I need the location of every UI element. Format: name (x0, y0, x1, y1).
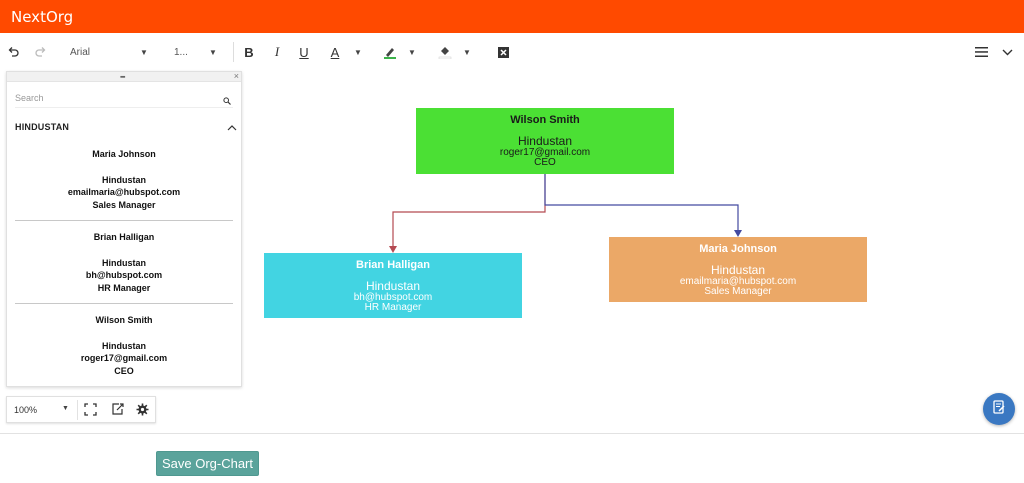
chevron-down-icon[interactable] (999, 38, 1015, 66)
bold-button[interactable]: B (244, 44, 254, 60)
search-input[interactable] (15, 90, 215, 106)
arrowhead-maria (734, 230, 742, 237)
font-size-caret-icon[interactable]: ▼ (209, 47, 217, 57)
undo-icon[interactable] (5, 38, 21, 66)
italic-button[interactable]: I (274, 44, 280, 59)
redo-icon[interactable] (33, 38, 49, 66)
pen-icon[interactable] (381, 38, 399, 66)
font-size-select[interactable]: 1... (174, 38, 204, 66)
note-edit-icon (992, 399, 1006, 419)
node-name: Maria Johnson (699, 243, 777, 255)
employee-name: Brian Halligan (93, 232, 155, 242)
employee-name: Wilson Smith (95, 315, 153, 325)
underline-button[interactable]: U (299, 44, 309, 60)
list-item[interactable]: Wilson Smith Hindustan roger17@gmail.com… (15, 304, 233, 386)
org-node-wilson[interactable]: Wilson Smith Hindustan roger17@gmail.com… (416, 108, 674, 174)
gear-icon[interactable] (136, 403, 149, 421)
employee-email: roger17@gmail.com (80, 353, 168, 363)
node-role: HR Manager (364, 302, 422, 313)
highlight-caret-icon[interactable]: ▼ (408, 47, 416, 57)
node-role: CEO (534, 157, 556, 168)
node-role: Sales Manager (704, 286, 772, 297)
org-node-brian[interactable]: Brian Halligan Hindustan bh@hubspot.com … (264, 253, 522, 318)
arrowhead-brian (389, 246, 397, 253)
chevron-up-icon[interactable] (227, 118, 237, 136)
close-icon[interactable]: × (233, 71, 239, 81)
fill-caret-icon[interactable]: ▼ (463, 47, 471, 57)
employee-name: Maria Johnson (92, 149, 156, 159)
node-email: bh@hubspot.com (353, 292, 433, 303)
connector-to-maria (544, 174, 739, 232)
list-item[interactable]: Maria Johnson Hindustan emailmaria@hubsp… (15, 138, 233, 221)
font-size-value: 1... (174, 46, 188, 58)
app-header: NextOrg (0, 0, 1024, 33)
node-name: Wilson Smith (510, 114, 580, 126)
node-branch: Hindustan (365, 279, 421, 293)
font-family-caret-icon[interactable]: ▼ (140, 47, 148, 57)
org-node-maria[interactable]: Maria Johnson Hindustan emailmaria@hubsp… (609, 237, 867, 302)
node-email: emailmaria@hubspot.com (679, 276, 797, 287)
font-family-select[interactable]: Arial (70, 38, 130, 66)
clear-format-icon[interactable] (495, 38, 511, 66)
notes-fab-button[interactable] (983, 393, 1015, 425)
node-email: roger17@gmail.com (499, 147, 591, 158)
font-family-value: Arial (70, 46, 91, 58)
node-branch: Hindustan (710, 263, 766, 277)
employee-role: Sales Manager (92, 199, 156, 210)
font-color-button[interactable]: A (330, 44, 340, 60)
group-title: HINDUSTAN (15, 122, 70, 132)
zoom-select[interactable]: 100% (14, 405, 38, 415)
zoom-caret-icon[interactable]: ▼ (62, 405, 69, 412)
format-toolbar: Arial ▼ 1... ▼ B I U A ▼ ▼ ▼ (0, 38, 1024, 68)
font-color-caret-icon[interactable]: ▼ (354, 47, 362, 57)
hamburger-icon[interactable] (972, 38, 990, 66)
employee-list: Maria Johnson Hindustan emailmaria@hubsp… (15, 138, 233, 386)
save-org-chart-button[interactable]: Save Org-Chart (156, 451, 259, 476)
panel-drag-handle[interactable]: ▪▪▪ × (7, 71, 241, 82)
fit-screen-icon[interactable] (84, 403, 97, 421)
employee-panel: ▪▪▪ × HINDUSTAN Maria Johnson Hindustan … (6, 71, 242, 387)
node-branch: Hindustan (517, 134, 573, 148)
paint-bucket-icon[interactable] (436, 38, 454, 66)
node-name: Brian Halligan (356, 259, 430, 271)
employee-branch: Hindustan (102, 257, 146, 268)
diagram-canvas[interactable] (0, 68, 1024, 434)
group-header[interactable]: HINDUSTAN (15, 117, 237, 132)
search-icon[interactable] (223, 92, 231, 110)
export-icon[interactable] (111, 403, 124, 421)
employee-role: CEO (114, 365, 134, 376)
search-box (15, 88, 233, 108)
app-title: NextOrg (11, 8, 74, 26)
list-item[interactable]: Brian Halligan Hindustan bh@hubspot.com … (15, 221, 233, 304)
zoom-toolbar: 100% ▼ (6, 396, 156, 423)
employee-branch: Hindustan (102, 340, 146, 351)
employee-role: HR Manager (97, 282, 151, 293)
employee-email: bh@hubspot.com (85, 270, 163, 280)
employee-branch: Hindustan (102, 174, 146, 185)
toolbar-divider (233, 42, 234, 62)
zoom-divider (77, 400, 78, 420)
grip-icon[interactable]: ▪▪▪ (120, 74, 126, 81)
employee-email: emailmaria@hubspot.com (67, 187, 181, 197)
connector-to-brian (392, 174, 546, 248)
